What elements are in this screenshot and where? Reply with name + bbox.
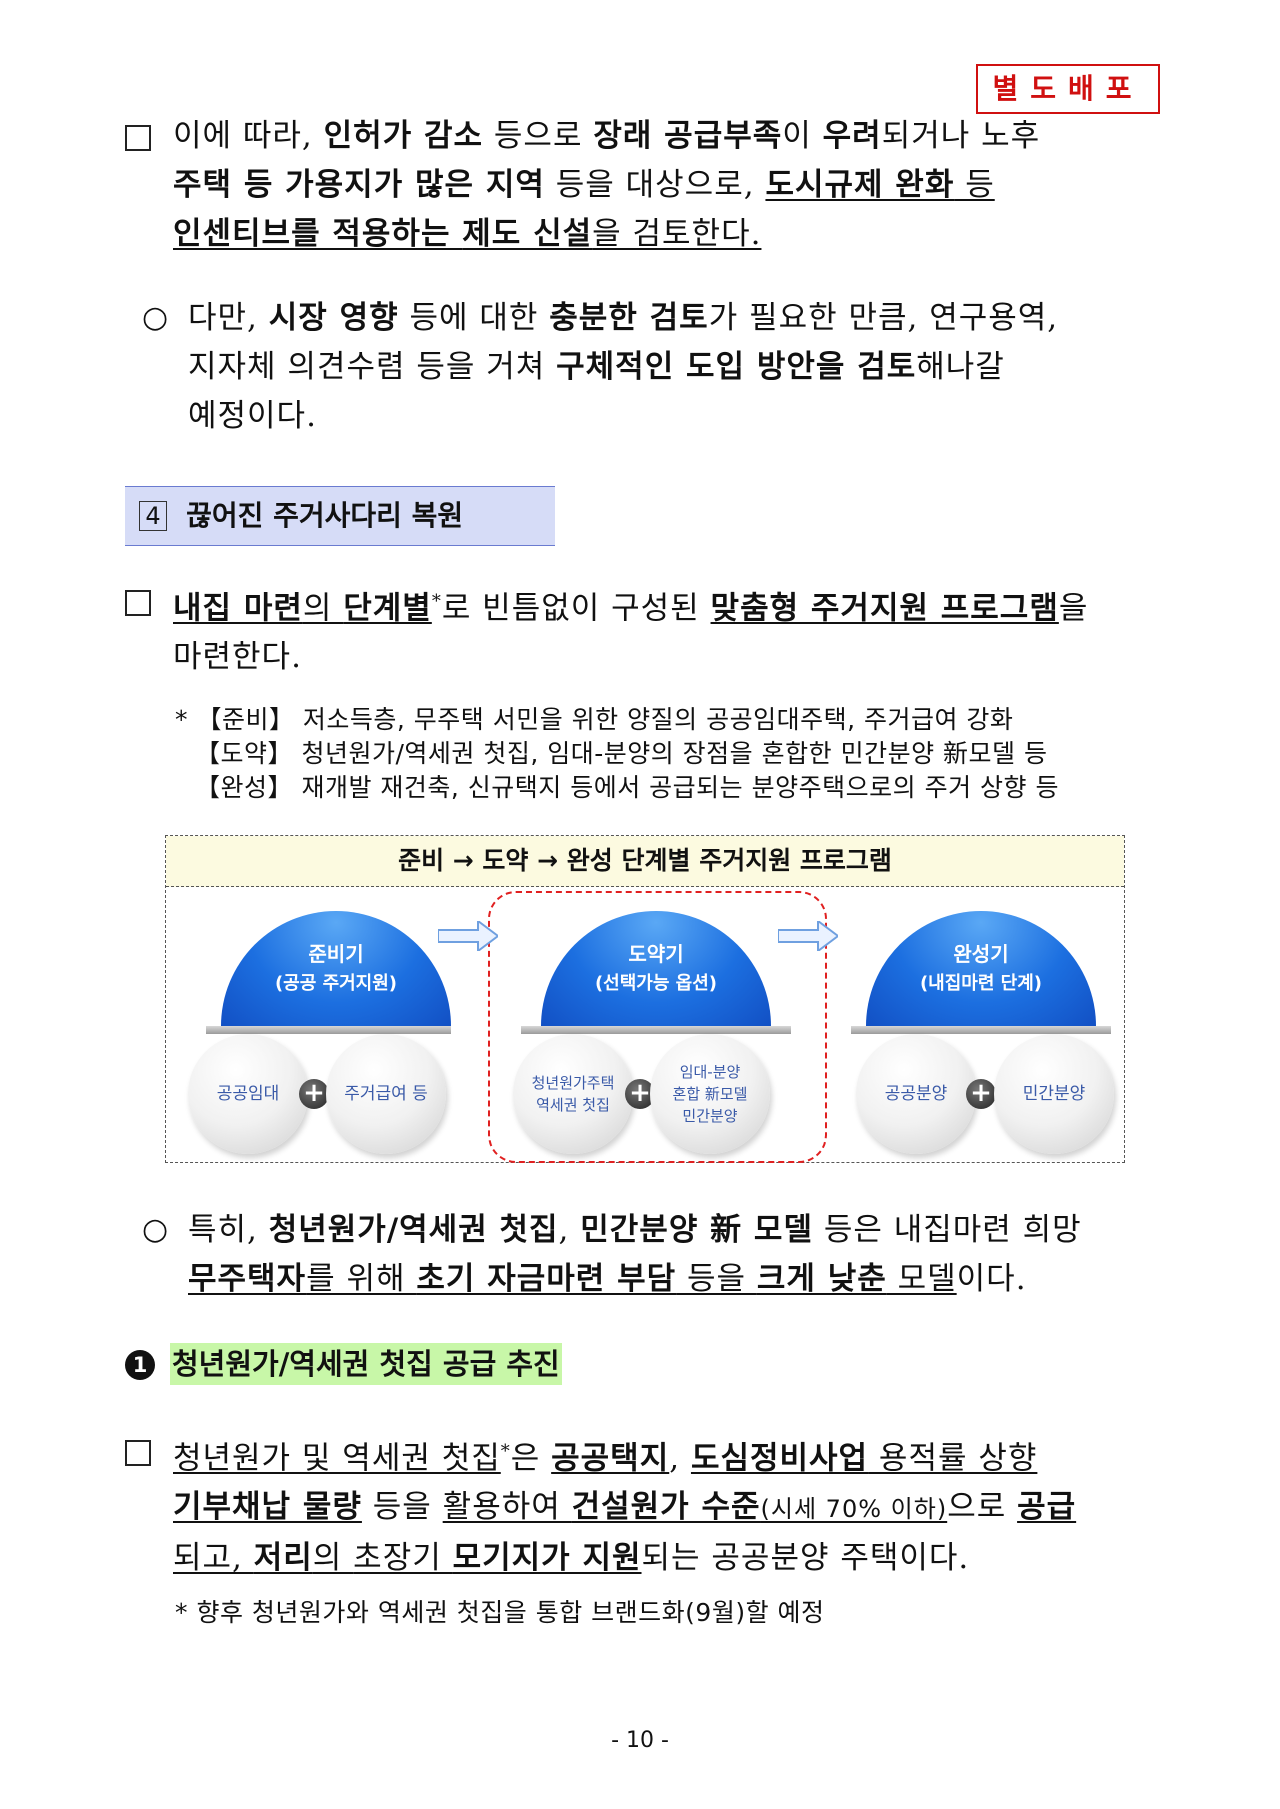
paragraph-review: 다만, 시장 영향 등에 대한 충분한 검토가 필요한 만큼, 연구용역, 지자… bbox=[188, 294, 1163, 441]
circle-bullet: ○ bbox=[142, 300, 169, 335]
paragraph-line: 되고, 저리의 초장기 모기지가 지원되는 공공분양 주택이다. bbox=[173, 1540, 970, 1577]
footnote-brand: * 향후 청년원가와 역세권 첫집을 통합 브랜드화(9월)할 예정 bbox=[175, 1598, 825, 1627]
heading-number-badge: 1 bbox=[125, 1350, 155, 1380]
section-title: 끊어진 주거사다리 복원 bbox=[186, 499, 464, 532]
paragraph-first-home: 청년원가 및 역세권 첫집*은 공공택지, 도심정비사업 용적률 상향 기부채납… bbox=[173, 1427, 1163, 1583]
paragraph-program: 내집 마련의 단계별*로 빈틈없이 구성된 맞춤형 주거지원 프로그램을 마련한… bbox=[173, 577, 1163, 682]
checkbox-bullet bbox=[125, 590, 151, 620]
paragraph-line: 청년원가 및 역세권 첫집*은 공공택지, 도심정비사업 용적률 상향 bbox=[173, 1440, 1038, 1477]
paragraph-line: 내집 마련의 단계별*로 빈틈없이 구성된 맞춤형 주거지원 프로그램을 bbox=[173, 590, 1089, 627]
highlight-frame bbox=[488, 891, 827, 1163]
section-number: 4 bbox=[139, 501, 167, 531]
stage-dome-prep: 준비기 (공공 주거지원) bbox=[221, 911, 451, 1026]
footnote-item: 【완성】 재개발 재건축, 신규택지 등에서 공급되는 분양주택으로의 주거 상… bbox=[195, 773, 1059, 802]
housing-ladder-diagram: 준비 → 도약 → 완성 단계별 주거지원 프로그램 준비기 (공공 주거지원)… bbox=[165, 835, 1125, 1163]
arrow-right-icon bbox=[778, 921, 838, 951]
paragraph-new-model: 특히, 청년원가/역세권 첫집, 민간분양 新 모델 등은 내집마련 희망 무주… bbox=[188, 1206, 1163, 1304]
paragraph-incentive: 이에 따라, 인허가 감소 등으로 장래 공급부족이 우려되거나 노후 주택 등… bbox=[173, 112, 1163, 259]
paragraph-line: 인센티브를 적용하는 제도 신설을 검토한다. bbox=[173, 216, 762, 252]
option-ball: 청년원가주택 역세권 첫집 bbox=[513, 1034, 633, 1154]
option-ball: 공공분양 bbox=[856, 1034, 976, 1154]
option-ball: 주거급여 등 bbox=[326, 1034, 446, 1154]
section-header: 4 끊어진 주거사다리 복원 bbox=[125, 486, 555, 546]
heading-title: 청년원가/역세권 첫집 공급 추진 bbox=[170, 1343, 562, 1385]
checkbox-bullet bbox=[125, 125, 151, 155]
plus-icon: + bbox=[966, 1079, 996, 1109]
option-ball: 임대-분양 혼합 新모델 민간분양 bbox=[650, 1034, 770, 1154]
option-ball: 공공임대 bbox=[188, 1034, 308, 1154]
circle-bullet: ○ bbox=[142, 1212, 169, 1247]
paragraph-line: 무주택자를 위해 초기 자금마련 부담 등을 크게 낮춘 모델이다. bbox=[188, 1261, 1027, 1297]
footnote-item: 【도약】 청년원가/역세권 첫집, 임대-분양의 장점을 혼합한 민간분양 新모… bbox=[195, 739, 1048, 768]
stage-shelf bbox=[851, 1026, 1111, 1034]
paragraph-line: 다만, 시장 영향 등에 대한 충분한 검토가 필요한 만큼, 연구용역, bbox=[188, 300, 1059, 336]
paragraph-line: 주택 등 가용지가 많은 지역 등을 대상으로, 도시규제 완화 등 bbox=[173, 167, 995, 203]
stage-shelf bbox=[206, 1026, 451, 1034]
paragraph-line: 특히, 청년원가/역세권 첫집, 민간분양 新 모델 등은 내집마련 희망 bbox=[188, 1212, 1082, 1248]
plus-icon: + bbox=[299, 1079, 329, 1109]
stage-dome-complete: 완성기 (내집마련 단계) bbox=[866, 911, 1096, 1026]
option-ball: 민간분양 bbox=[994, 1034, 1114, 1154]
stage-shelf bbox=[521, 1026, 791, 1034]
arrow-right-icon bbox=[438, 921, 498, 951]
footnote-list: * 【준비】 저소득층, 무주택 서민을 위한 양질의 공공임대주택, 주거급여… bbox=[175, 703, 1165, 805]
paragraph-line: 이에 따라, 인허가 감소 등으로 장래 공급부족이 우려되거나 노후 bbox=[173, 118, 1041, 154]
page-number: - 10 - bbox=[611, 1728, 669, 1753]
paragraph-line: 지자체 의견수렴 등을 거쳐 구체적인 도입 방안을 검토해나갈 bbox=[188, 349, 1005, 385]
paragraph-line: 예정이다. bbox=[188, 398, 317, 434]
distribution-stamp: 별도배포 bbox=[976, 64, 1160, 114]
paragraph-line: 기부채납 물량 등을 활용하여 건설원가 수준(시세 70% 이하)으로 공급 bbox=[173, 1489, 1077, 1526]
checkbox-bullet bbox=[125, 1440, 151, 1470]
paragraph-line: 마련한다. bbox=[173, 639, 302, 676]
footnote-item: * 【준비】 저소득층, 무주택 서민을 위한 양질의 공공임대주택, 주거급여… bbox=[175, 705, 1014, 734]
diagram-title: 준비 → 도약 → 완성 단계별 주거지원 프로그램 bbox=[166, 836, 1124, 887]
